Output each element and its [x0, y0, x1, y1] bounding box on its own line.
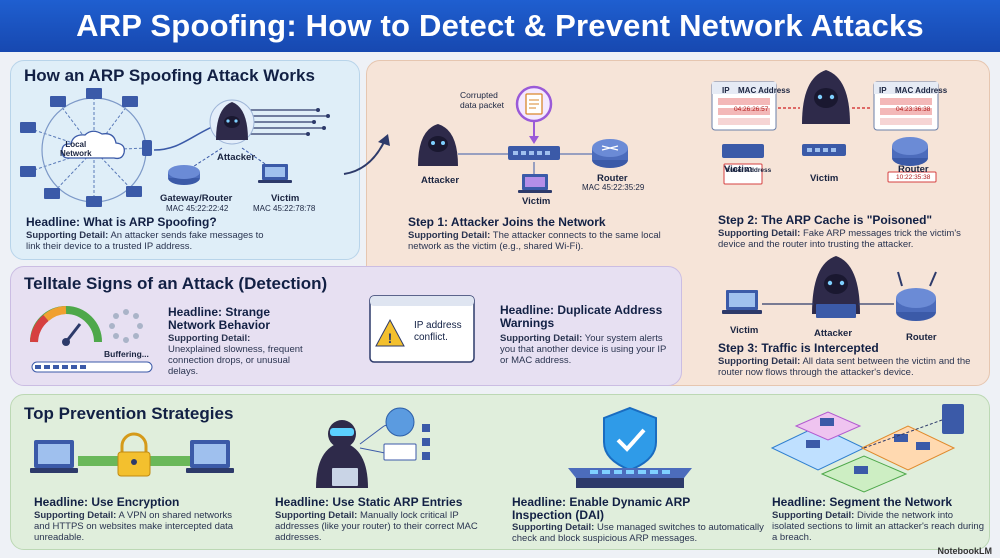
signs-section-title: Telltale Signs of an Attack (Detection)	[24, 274, 328, 293]
static-arp-icon	[316, 407, 430, 488]
local-network-diagram	[20, 88, 330, 207]
how-headline: Headline: What is ARP Spoofing?	[26, 215, 217, 229]
how-it-works-panel	[10, 60, 360, 260]
svg-text:!: !	[388, 330, 393, 346]
step1-headline: Step 1: Attacker Joins the Network	[408, 215, 606, 229]
local-network-label: Local Network	[60, 140, 92, 158]
title-banner: ARP Spoofing: How to Detect & Prevent Ne…	[0, 0, 1000, 52]
step2-right-table-ip: IP	[879, 86, 887, 95]
signs-1-detail: Supporting Detail:Unexplained slowness, …	[168, 333, 303, 377]
step2-right-value: 04:23:36:38	[896, 106, 931, 113]
step2-left-table-ip: IP	[722, 86, 730, 95]
conflict-alert-window: !	[369, 295, 475, 363]
how-detail: Supporting Detail: An attacker sends fak…	[26, 230, 264, 252]
segmentation-icon	[770, 404, 964, 493]
victim-mac: MAC 45:22:78:78	[253, 204, 316, 213]
step2-victim-label: Victim	[724, 164, 753, 175]
slow-network-icon	[30, 306, 153, 373]
step2-right-table-mac: MAC Address	[895, 86, 948, 95]
step2-left-value: 04:26:26:57	[734, 106, 769, 113]
conflict-message: IP address conflict.	[414, 320, 462, 343]
encryption-icon	[30, 432, 234, 477]
prevention-section-title: Top Prevention Strategies	[24, 404, 234, 423]
victim-label: Victim	[271, 193, 300, 204]
step3-attacker-label: Attacker	[814, 328, 853, 339]
step3-victim-label: Victim	[730, 325, 759, 336]
step2-router-addr-label: Ituller Address	[726, 167, 772, 174]
notebooklm-watermark: NotebookLM	[937, 546, 993, 556]
signs-1-headline: Headline: Strange Network Behavior	[168, 305, 271, 332]
buffering-label: Buffering...	[104, 349, 149, 359]
step3-router-label: Router	[906, 332, 937, 343]
step3-diagram	[722, 256, 937, 321]
attacker-label: Attacker	[217, 152, 256, 163]
gateway-label: Gateway/Router	[160, 193, 233, 204]
step1-attacker-label: Attacker	[421, 175, 460, 186]
prevention-2-headline: Headline: Use Static ARP Entries	[275, 495, 463, 509]
how-section-title: How an ARP Spoofing Attack Works	[24, 66, 315, 85]
step3-detail: Supporting Detail: All data sent between…	[718, 356, 971, 378]
prevention-1-detail: Supporting Detail: A VPN on shared netwo…	[34, 510, 234, 543]
step1-router-mac: MAC 45:22:35:29	[582, 183, 645, 192]
step2-router-value: 10:22:35:38	[896, 174, 931, 181]
step2-headline: Step 2: The ARP Cache is "Poisoned"	[718, 213, 933, 227]
signs-2-detail: Supporting Detail: Your system alerts yo…	[500, 333, 667, 366]
step1-diagram	[418, 85, 628, 193]
step2-router-label: Router	[898, 164, 929, 175]
prevention-3-headline: Headline: Enable Dynamic ARP Inspection …	[512, 495, 691, 522]
prevention-2-detail: Supporting Detail: Manually lock critica…	[275, 510, 478, 543]
prevention-3-detail: Supporting Detail: Use managed switches …	[512, 522, 764, 544]
step2-left-table-mac: MAC Address	[738, 86, 791, 95]
step2-detail: Supporting Detail: Fake ARP messages tri…	[718, 228, 961, 250]
step2-diagram	[711, 70, 939, 185]
step3-headline: Step 3: Traffic is Intercepted	[718, 341, 879, 355]
flow-arrow-icon	[343, 134, 390, 175]
prevention-4-headline: Headline: Segment the Network	[772, 495, 953, 509]
corrupted-packet-label: Corrupted data packet	[460, 90, 504, 110]
gateway-mac: MAC 45:22:22:42	[166, 204, 229, 213]
step1-detail: Supporting Detail: The attacker connects…	[408, 230, 661, 252]
prevention-1-headline: Headline: Use Encryption	[34, 495, 180, 509]
page-title: ARP Spoofing: How to Detect & Prevent Ne…	[76, 8, 924, 43]
step2-victim2-label: Victim	[810, 173, 839, 184]
step1-router-label: Router	[597, 173, 628, 184]
dai-switch-icon	[568, 406, 692, 488]
signs-2-headline: Headline: Duplicate Address Warnings	[500, 303, 663, 330]
prevention-4-detail: Supporting Detail: Divide the network in…	[772, 510, 984, 543]
step1-victim-label: Victim	[522, 196, 551, 207]
